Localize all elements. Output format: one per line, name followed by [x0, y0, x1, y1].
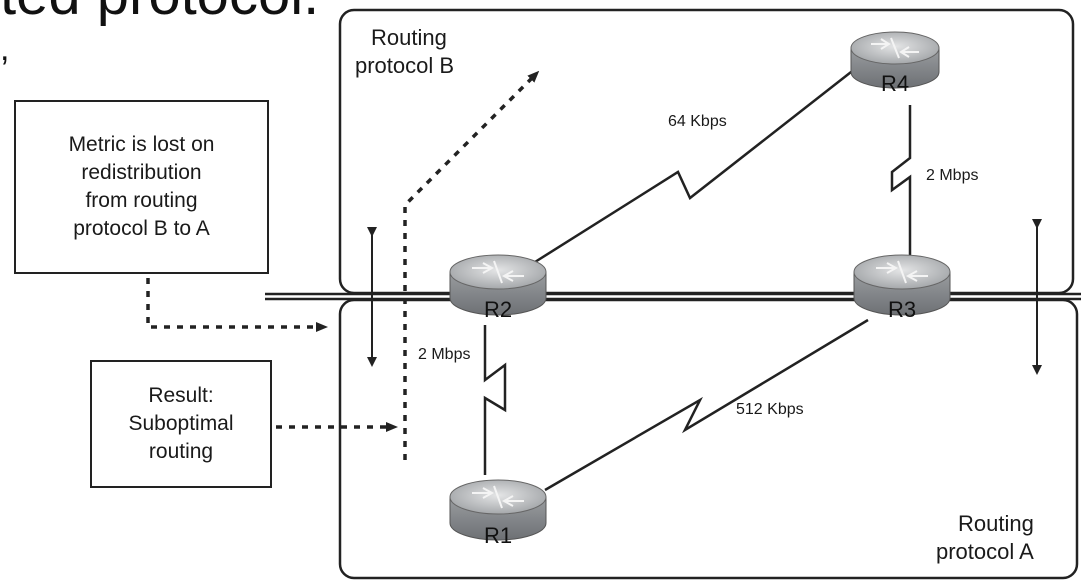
router-r3-icon	[853, 254, 951, 316]
suboptimal-route-path	[403, 70, 540, 460]
domain-label-line: Routing	[371, 25, 447, 50]
router-label-r2: R2	[483, 297, 513, 322]
callout-line: protocol B to A	[73, 217, 210, 240]
domain-label-line: protocol A	[936, 539, 1034, 564]
router-label-r4: R4	[880, 71, 910, 96]
link-label-r4-r3: 2 Mbps	[926, 167, 979, 184]
result-callout: Result: Suboptimal routing	[90, 360, 272, 488]
link-r4-r3	[890, 105, 912, 255]
domain-label-protocol-b: Routing protocol B	[355, 24, 454, 80]
link-r1-r3	[544, 318, 869, 492]
heading-continuation: ,	[0, 30, 10, 68]
callout-line: Suboptimal	[128, 412, 234, 435]
link-label-r2-r1: 2 Mbps	[418, 346, 471, 363]
callout-line: redistribution	[81, 161, 202, 184]
domain-label-protocol-a: Routing protocol A	[936, 510, 1034, 566]
link-r2-r4	[534, 64, 861, 264]
router-r4-icon	[850, 31, 940, 89]
link-label-r2-r4: 64 Kbps	[668, 113, 727, 130]
metric-callout-connector	[146, 278, 328, 332]
router-label-r3: R3	[887, 297, 917, 322]
domain-label-line: protocol B	[355, 53, 455, 78]
router-r1-icon	[449, 479, 547, 541]
callout-line: Result:	[148, 384, 214, 407]
link-r2-r1	[483, 325, 507, 475]
router-r2-icon	[449, 254, 547, 316]
callout-line: Metric is lost on	[68, 133, 215, 156]
page-heading: ted protocol.	[0, 0, 319, 24]
domain-label-line: Routing	[958, 511, 1034, 536]
metric-lost-callout: Metric is lost on redistribution from ro…	[14, 100, 269, 274]
callout-line: from routing	[85, 189, 198, 212]
link-label-r1-r3: 512 Kbps	[736, 401, 804, 418]
callout-line: routing	[148, 440, 214, 463]
router-label-r1: R1	[483, 523, 513, 548]
